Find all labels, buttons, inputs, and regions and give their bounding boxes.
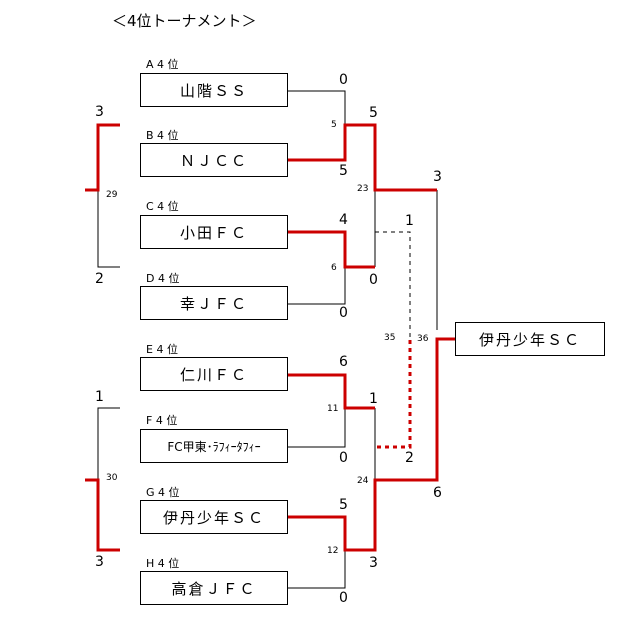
- win-b: [288, 123, 437, 192]
- score-match35-top: 1: [405, 213, 414, 229]
- line-f: [288, 408, 346, 448]
- match-number-35: 35: [384, 333, 396, 343]
- team-box-g: 伊丹少年ＳＣ: [140, 500, 288, 534]
- seed-label-e: E 4 位: [146, 343, 178, 356]
- line-m29-bottom: [97, 190, 120, 268]
- seed-label-f: F 4 位: [146, 414, 178, 427]
- line-h: [288, 550, 346, 589]
- score-match11-bottom: 0: [339, 450, 348, 466]
- score-match24-bottom: 3: [369, 555, 378, 571]
- score-match23-top: 5: [369, 105, 378, 121]
- team-box-h: 高倉ＪＦＣ: [140, 571, 288, 605]
- dashed-35-top: [375, 231, 411, 340]
- dashed-35-bottom: [375, 340, 412, 449]
- score-match23-bottom: 0: [339, 305, 348, 321]
- line-a: [288, 90, 346, 125]
- seed-label-b: B 4 位: [146, 129, 179, 142]
- seed-label-c: C 4 位: [146, 200, 179, 213]
- score-match30-bottom: 3: [95, 554, 104, 570]
- match-number-12: 12: [327, 546, 339, 556]
- team-box-a: 山階ＳＳ: [140, 73, 288, 107]
- match-number-11: 11: [327, 404, 339, 414]
- score-match5-top: 0: [339, 72, 348, 88]
- score-match35-bottom: 2: [405, 450, 414, 466]
- match-number-24: 24: [357, 476, 369, 486]
- win-29: [85, 123, 120, 192]
- seed-label-h: H 4 位: [146, 557, 180, 570]
- winner-box: 伊丹少年ＳＣ: [455, 322, 605, 356]
- win-30: [85, 478, 120, 552]
- line-m30-top: [97, 407, 120, 480]
- team-box-f: FC甲東･ﾗﾌｨｰﾀﾌｨｰ: [140, 429, 288, 463]
- seed-label-g: G 4 位: [146, 486, 180, 499]
- score-match30-top: 1: [95, 389, 104, 405]
- score-match5-bottom: 5: [339, 163, 348, 179]
- seed-label-d: D 4 位: [146, 272, 180, 285]
- team-box-c: 小田ＦＣ: [140, 215, 288, 249]
- team-box-b: ＮＪＣＣ: [140, 143, 288, 177]
- score-match6-bottom: 0: [369, 272, 378, 288]
- team-box-d: 幸ＪＦＣ: [140, 286, 288, 320]
- win-e: [288, 373, 375, 410]
- score-match36-bottom: 6: [433, 485, 442, 501]
- score-match29-top: 3: [95, 104, 104, 120]
- score-match12-bottom: 0: [339, 590, 348, 606]
- match-number-30: 30: [106, 473, 118, 483]
- match-number-5: 5: [331, 120, 337, 130]
- match-number-23: 23: [357, 184, 369, 194]
- win-c: [288, 230, 375, 269]
- score-match12-top: 5: [339, 497, 348, 513]
- match-number-6: 6: [331, 263, 337, 273]
- score-match6-top: 4: [339, 212, 348, 228]
- team-box-e: 仁川ＦＣ: [140, 357, 288, 391]
- line-d: [288, 267, 346, 305]
- score-match36-top: 3: [433, 169, 442, 185]
- match-number-36: 36: [417, 334, 429, 344]
- match-number-29: 29: [106, 190, 118, 200]
- score-match11-top: 6: [339, 354, 348, 370]
- score-match24-top: 1: [369, 391, 378, 407]
- seed-label-a: A 4 位: [146, 58, 179, 71]
- score-match29-bottom: 2: [95, 271, 104, 287]
- page-title: ＜4位トーナメント＞: [112, 12, 257, 30]
- win-g: [288, 337, 455, 552]
